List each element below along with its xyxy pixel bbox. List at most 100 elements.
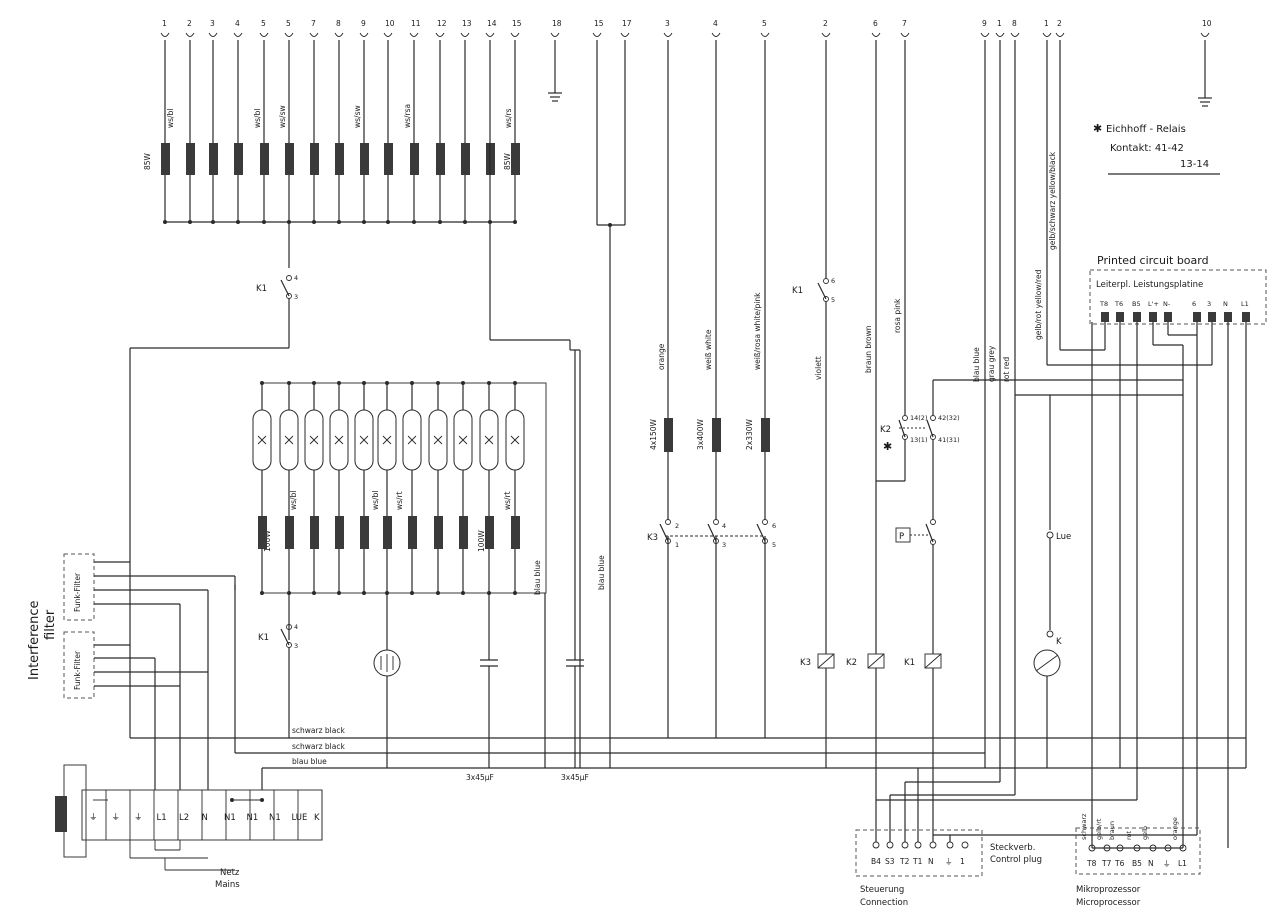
capacitor-label: 3x45µF bbox=[561, 773, 589, 782]
terminal-connector bbox=[334, 32, 344, 37]
heater-resistor bbox=[161, 143, 170, 175]
plug-pin-label: B4 bbox=[871, 857, 881, 866]
terminal-number: 1 bbox=[1044, 19, 1049, 28]
junction-dot bbox=[436, 591, 440, 595]
filter-box-label: Funk-Filter bbox=[73, 650, 82, 690]
terminal-number: 7 bbox=[902, 19, 907, 28]
legend-line: 13-14 bbox=[1180, 159, 1209, 170]
junction-dot bbox=[513, 381, 517, 385]
junction-dot bbox=[163, 220, 167, 224]
junction-dot bbox=[287, 220, 291, 224]
junction-dot bbox=[337, 381, 341, 385]
lamp-wire-label: ws/bl bbox=[371, 491, 380, 510]
terminal-connector bbox=[1055, 32, 1065, 37]
pcb-pin-label: B5 bbox=[1132, 300, 1141, 308]
junction-dot bbox=[362, 381, 366, 385]
contact-number: 3 bbox=[722, 541, 726, 549]
terminal-number: 15 bbox=[512, 19, 522, 28]
lamp-cross bbox=[433, 435, 443, 445]
lamp-power-right: 100W bbox=[477, 530, 486, 552]
mains-terminal-label: K bbox=[314, 813, 320, 823]
terminal-connector bbox=[821, 32, 831, 37]
micro-label-en: Microprocessor bbox=[1076, 898, 1141, 908]
lamp-wire-label: ws/rt bbox=[395, 491, 404, 510]
terminal-connector bbox=[1200, 32, 1210, 37]
capacitor bbox=[566, 659, 584, 667]
lue-label: Lue bbox=[1056, 532, 1071, 542]
contact-number: 6 bbox=[772, 522, 776, 530]
upper-power-left: 85W bbox=[143, 152, 152, 170]
micro-wire-label: orange bbox=[1171, 817, 1179, 840]
terminal-number: 14 bbox=[487, 19, 497, 28]
lamp-cross bbox=[334, 435, 344, 445]
terminal-connector bbox=[259, 32, 269, 37]
terminal-number: 8 bbox=[1012, 19, 1017, 28]
heater-resistor bbox=[310, 143, 319, 175]
upper-heater-bank: 85W 85W ws/bl ws/bl ws/sw ws/sw ws/rsa w… bbox=[143, 40, 520, 268]
junction-dot bbox=[312, 381, 316, 385]
pcb-pin-label: T8 bbox=[1099, 300, 1108, 308]
contact-number: 41(31) bbox=[938, 436, 960, 444]
junction-dot bbox=[312, 220, 316, 224]
terminal-number: 11 bbox=[411, 19, 421, 28]
k2-label: K2 bbox=[846, 658, 857, 668]
pcb-pin-label: N- bbox=[1163, 300, 1171, 308]
contact-number: 5 bbox=[831, 296, 835, 304]
k3-label: K3 bbox=[800, 658, 811, 668]
terminal-number: 6 bbox=[873, 19, 878, 28]
junction-dot bbox=[410, 591, 414, 595]
junction-dot bbox=[410, 381, 414, 385]
wire-label-blue-v: blau blue bbox=[972, 347, 981, 382]
pcb-pin bbox=[1164, 312, 1172, 322]
k1-top-label: K1 bbox=[256, 284, 267, 294]
terminal-connector bbox=[980, 32, 990, 37]
wire-label-grey: grau grey bbox=[987, 345, 996, 382]
lamp-cross bbox=[382, 435, 392, 445]
contact-number: 4 bbox=[294, 623, 298, 631]
contact-point bbox=[713, 519, 719, 525]
lamp-cross bbox=[284, 435, 294, 445]
terminal-connector bbox=[663, 32, 673, 37]
pcb-subtitle: Leiterpl. Leistungsplatine bbox=[1096, 280, 1203, 290]
micro-label-de: Mikroprozessor bbox=[1076, 885, 1141, 895]
wire-label-pink: rosa pink bbox=[893, 298, 902, 333]
micro-pin-label: N bbox=[1148, 859, 1154, 868]
contact-number: 2 bbox=[675, 522, 679, 530]
terminal-connector bbox=[208, 32, 218, 37]
heater-resistor bbox=[461, 143, 470, 175]
pcb-pin bbox=[1149, 312, 1157, 322]
heater-resistor bbox=[260, 143, 269, 175]
terminal-connector bbox=[359, 32, 369, 37]
junction-dot bbox=[260, 381, 264, 385]
relay-coil-k2: K2 bbox=[846, 653, 885, 669]
contact-number: 13(1) bbox=[910, 436, 927, 444]
micro-wire-label: gelb/rt bbox=[1095, 818, 1103, 840]
terminal-number: 13 bbox=[462, 19, 472, 28]
mains-label-en: Mains bbox=[215, 880, 240, 890]
junction-dot bbox=[487, 381, 491, 385]
steuerung-label-de: Steuerung bbox=[860, 885, 904, 895]
terminal-number: 9 bbox=[982, 19, 987, 28]
terminal-number: 5 bbox=[286, 19, 291, 28]
relay-contact-k1-top: K1 4 3 bbox=[256, 274, 298, 348]
micro-pin-label: ⏚ bbox=[1163, 859, 1171, 868]
wire-label-red: rot red bbox=[1002, 357, 1011, 382]
terminal-number: 1 bbox=[162, 19, 167, 28]
terminal-number: 17 bbox=[622, 19, 632, 28]
mains-terminal-label: N1 bbox=[247, 813, 259, 823]
contact-arm bbox=[756, 523, 766, 542]
plug-pin bbox=[946, 841, 954, 849]
heater-power: 3x400W bbox=[696, 418, 705, 450]
micro-wire-label: braun bbox=[1108, 821, 1116, 840]
link-dot bbox=[230, 798, 234, 802]
legend-title: Eichhoff - Relais bbox=[1106, 124, 1186, 135]
terminal-connector bbox=[592, 32, 602, 37]
contact-arm bbox=[659, 523, 669, 542]
junction-dot bbox=[337, 591, 341, 595]
pcb-pin bbox=[1208, 312, 1216, 322]
plug-pin bbox=[872, 841, 880, 849]
bus-label-blue: blau blue bbox=[292, 757, 327, 766]
terminal-number: 3 bbox=[210, 19, 215, 28]
junction-dot bbox=[513, 220, 517, 224]
